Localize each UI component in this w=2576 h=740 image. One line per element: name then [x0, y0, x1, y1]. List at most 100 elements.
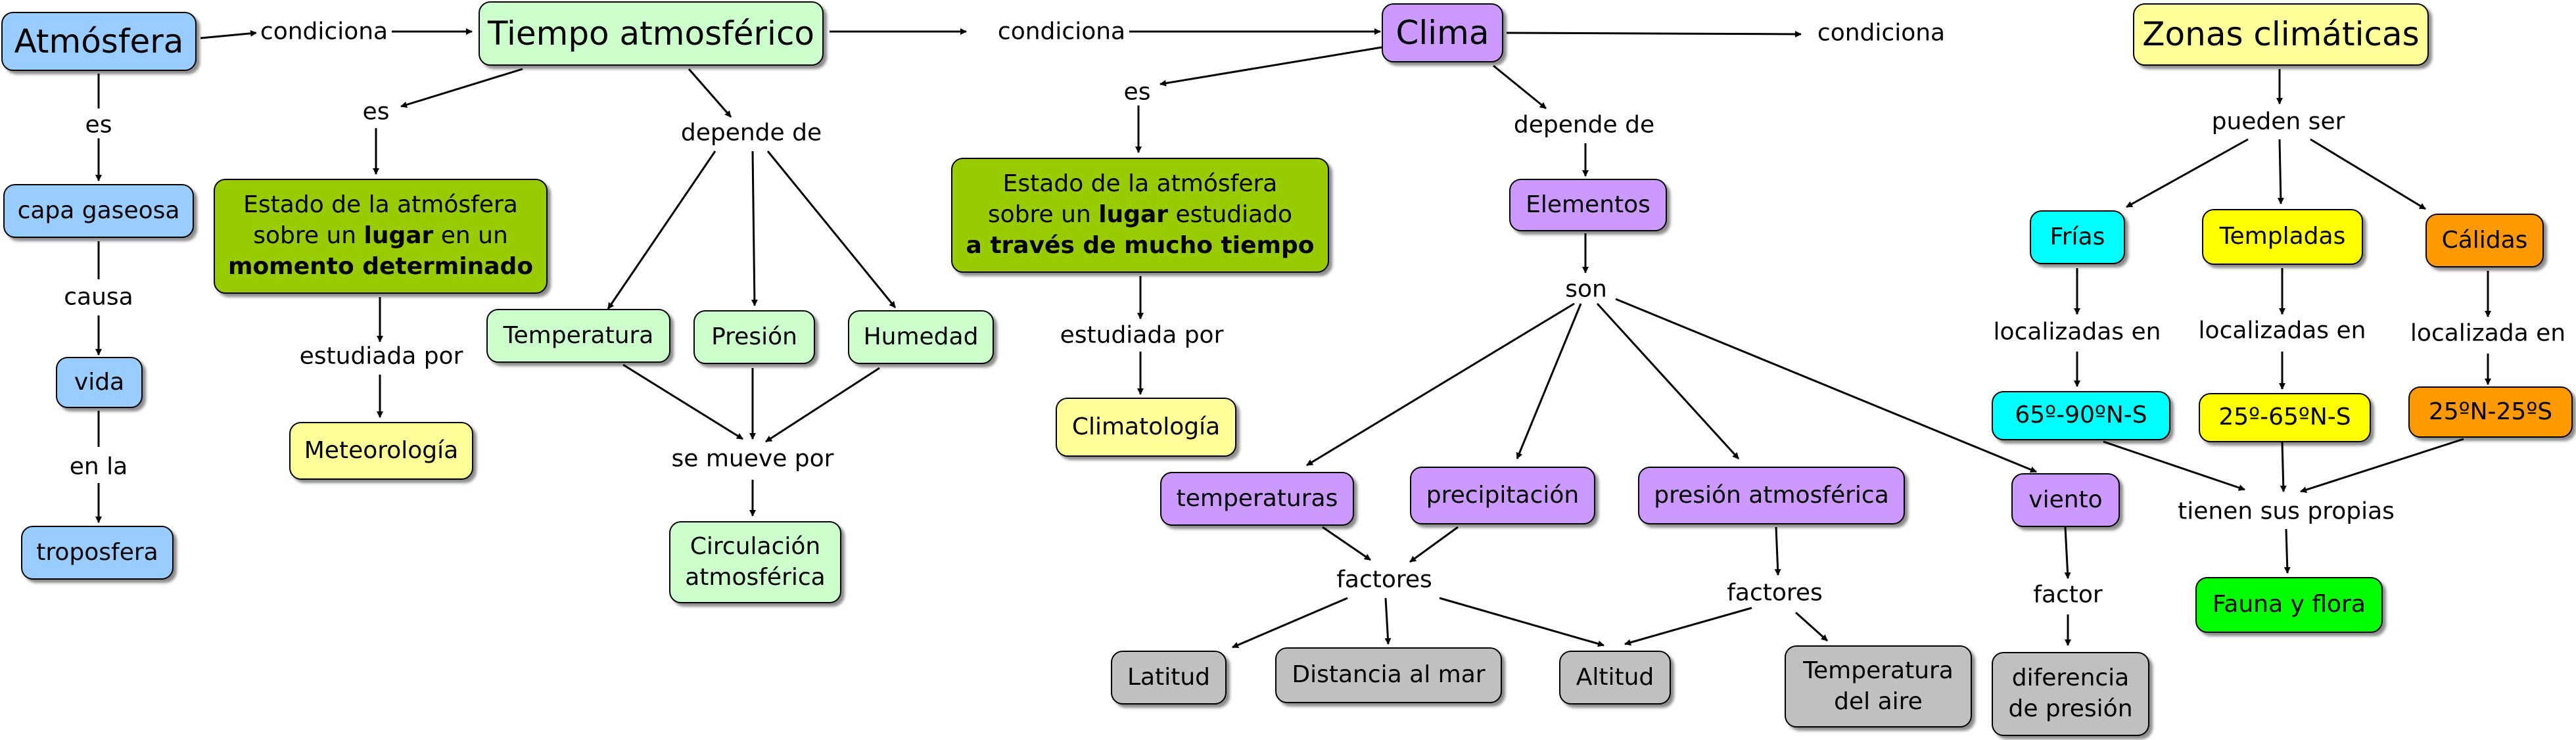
- node-label: Altitud: [1576, 663, 1654, 691]
- link-label-es: es: [358, 98, 394, 126]
- link-label-factores: factores: [1332, 566, 1436, 593]
- node-label: troposfera: [36, 538, 158, 566]
- node-rango-templadas[interactable]: 25º-65ºN-S: [2199, 393, 2371, 442]
- node-text-bold: a través de mucho tiempo: [966, 231, 1315, 259]
- link-label-causa: causa: [60, 283, 137, 311]
- node-line: momento determinado: [228, 252, 533, 283]
- node-text-bold: lugar: [1098, 201, 1169, 229]
- node-text-bold: lugar: [363, 222, 434, 250]
- node-label: Elementos: [1526, 191, 1651, 218]
- node-text: en un: [433, 222, 508, 250]
- node-label: Distancia al mar: [1292, 661, 1486, 689]
- node-text: estudiado: [1168, 201, 1293, 229]
- node-temperatura-del-aire[interactable]: Temperatura del aire: [1785, 645, 1972, 728]
- link-label-localizada-en: localizada en: [2406, 319, 2570, 347]
- node-distancia-al-mar[interactable]: Distancia al mar: [1275, 647, 1502, 703]
- node-capa-gaseosa[interactable]: capa gaseosa: [3, 184, 194, 238]
- node-label: Latitud: [1127, 663, 1211, 691]
- node-label: Meteorología: [304, 436, 459, 464]
- node-text: Estado de la atmósfera: [1002, 170, 1278, 198]
- node-rango-calidas[interactable]: 25ºN-25ºS: [2408, 386, 2573, 438]
- link-label-factores: factores: [1723, 579, 1827, 607]
- link-label-tienen-sus-propias: tienen sus propias: [2174, 497, 2399, 525]
- node-viento[interactable]: viento: [2011, 473, 2120, 527]
- node-label: Climatología: [1071, 413, 1221, 440]
- node-elementos[interactable]: Elementos: [1509, 179, 1667, 231]
- node-line: Circulación: [690, 532, 821, 560]
- link-label-factor: factor: [2029, 581, 2107, 609]
- node-precipitacion[interactable]: precipitación: [1410, 467, 1595, 524]
- node-label: 25ºN-25ºS: [2428, 398, 2553, 425]
- node-templadas[interactable]: Templadas: [2202, 209, 2363, 265]
- node-line: del aire: [1834, 687, 1923, 715]
- node-label: capa gaseosa: [17, 197, 180, 224]
- node-text: sobre un: [987, 201, 1099, 229]
- node-fauna-y-flora[interactable]: Fauna y flora: [2195, 577, 2383, 633]
- node-label: temperaturas: [1176, 484, 1338, 512]
- link-label-son: son: [1561, 275, 1611, 303]
- node-tiempo-atmosferico[interactable]: Tiempo atmosférico: [479, 1, 824, 66]
- link-label-depende-de: depende de: [1509, 111, 1659, 139]
- node-label: vida: [74, 368, 125, 396]
- node-circulacion-atmosferica[interactable]: Circulación atmosférica: [669, 521, 841, 603]
- node-presion[interactable]: Presión: [693, 310, 815, 364]
- node-label: Fauna y flora: [2213, 591, 2366, 618]
- node-altitud[interactable]: Altitud: [1559, 651, 1671, 705]
- node-troposfera[interactable]: troposfera: [21, 526, 174, 580]
- node-label: Atmósfera: [14, 22, 184, 60]
- node-label: 65º-90ºN-S: [2015, 402, 2147, 429]
- link-label-condiciona: condiciona: [993, 18, 1130, 45]
- node-label: presión atmosférica: [1654, 481, 1889, 509]
- node-text: Estado de la atmósfera: [243, 191, 518, 219]
- node-latitud[interactable]: Latitud: [1111, 651, 1227, 705]
- link-label-es: es: [81, 111, 116, 139]
- node-temperaturas[interactable]: temperaturas: [1160, 472, 1354, 526]
- node-label: Temperatura: [503, 321, 654, 349]
- link-label-es: es: [1119, 78, 1155, 106]
- node-label: precipitación: [1426, 481, 1580, 509]
- node-line: sobre un lugar en un: [253, 221, 508, 252]
- node-diferencia-de-presion[interactable]: diferencia de presión: [1992, 652, 2149, 736]
- node-estado-clima[interactable]: Estado de la atmósfera sobre un lugar es…: [951, 158, 1329, 273]
- node-label: Cálidas: [2441, 226, 2528, 254]
- node-calidas[interactable]: Cálidas: [2425, 214, 2544, 267]
- node-text: sobre un: [253, 222, 364, 250]
- node-line: atmosférica: [685, 563, 826, 591]
- link-label-estudiada-por: estudiada por: [295, 342, 467, 370]
- node-label: Templadas: [2219, 223, 2346, 250]
- node-label: Humedad: [863, 323, 979, 350]
- node-meteorologia[interactable]: Meteorología: [289, 422, 473, 480]
- node-label: 25º-65ºN-S: [2218, 404, 2351, 431]
- node-frias[interactable]: Frías: [2030, 210, 2125, 264]
- link-label-pueden-ser: pueden ser: [2207, 108, 2349, 135]
- node-line: Estado de la atmósfera: [243, 190, 518, 221]
- node-label: Frías: [2049, 223, 2105, 250]
- node-line: a través de mucho tiempo: [966, 231, 1315, 262]
- link-label-condiciona: condiciona: [256, 18, 392, 45]
- link-label-condiciona: condiciona: [1813, 19, 1950, 47]
- node-line: Temperatura: [1803, 657, 1954, 684]
- link-label-localizadas-en: localizadas en: [2194, 317, 2370, 344]
- node-presion-atmosferica[interactable]: presión atmosférica: [1638, 467, 1905, 524]
- node-climatologia[interactable]: Climatología: [1056, 398, 1236, 457]
- link-label-localizadas-en: localizadas en: [1989, 318, 2165, 346]
- node-line: sobre un lugar estudiado: [988, 200, 1292, 231]
- link-label-estudiada-por: estudiada por: [1056, 321, 1228, 349]
- node-zonas-climaticas[interactable]: Zonas climáticas: [2133, 3, 2429, 66]
- node-line: Estado de la atmósfera: [1003, 169, 1278, 200]
- node-humedad[interactable]: Humedad: [848, 310, 994, 364]
- node-label: Tiempo atmosférico: [487, 14, 815, 53]
- node-atmosfera[interactable]: Atmósfera: [1, 12, 197, 71]
- node-rango-frias[interactable]: 65º-90ºN-S: [1992, 391, 2170, 440]
- node-clima[interactable]: Clima: [1382, 3, 1503, 62]
- node-label: Clima: [1395, 13, 1489, 52]
- node-estado-tiempo[interactable]: Estado de la atmósfera sobre un lugar en…: [214, 179, 548, 294]
- node-vida[interactable]: vida: [56, 357, 143, 408]
- node-line: de presión: [2008, 695, 2133, 722]
- link-label-en-la: en la: [65, 453, 132, 480]
- node-text-bold: momento determinado: [227, 252, 534, 280]
- node-temperatura[interactable]: Temperatura: [486, 309, 670, 363]
- node-label: Zonas climáticas: [2142, 15, 2420, 53]
